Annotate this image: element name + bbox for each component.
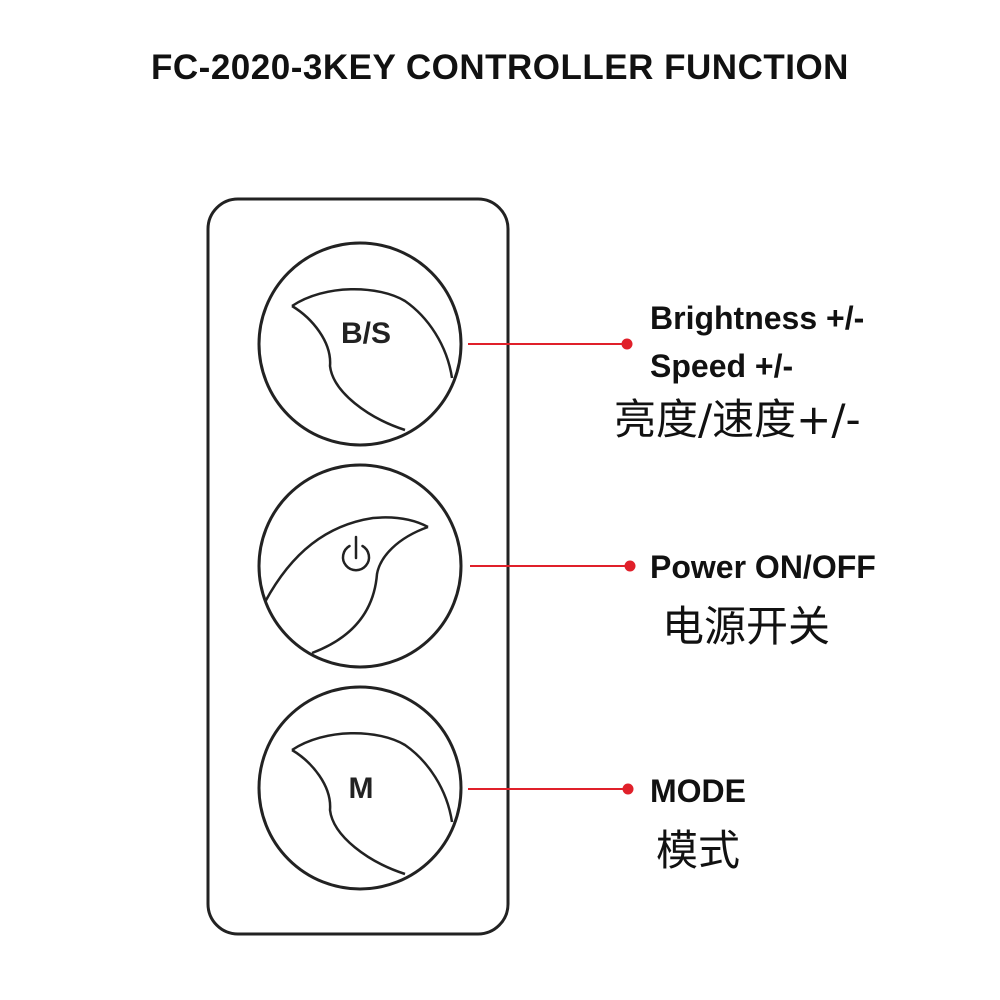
label-mode: MODE 模式 xyxy=(650,767,746,881)
label-power: Power ON/OFF 电源开关 xyxy=(650,543,876,657)
leader-line-mode xyxy=(468,783,634,795)
key-bs-label: B/S xyxy=(341,317,391,350)
key-mode[interactable]: M xyxy=(257,685,463,891)
leader-line-power xyxy=(470,560,636,572)
key-mode-swoosh xyxy=(291,732,454,876)
key-bs-swoosh xyxy=(291,288,454,432)
key-bs-ring[interactable] xyxy=(257,241,463,447)
key-power[interactable] xyxy=(257,463,463,669)
label-power-onoff: Power ON/OFF xyxy=(650,549,876,585)
label-power-chinese: 电源开关 xyxy=(662,602,831,651)
key-bs[interactable]: B/S xyxy=(257,241,463,447)
label-bs: Brightness +/- Speed +/- 亮度/速度+/- xyxy=(614,294,865,450)
label-mode-chinese: 模式 xyxy=(656,826,741,875)
key-mode-label: M xyxy=(349,772,374,805)
key-power-ring[interactable] xyxy=(257,463,463,669)
leader-line-bs xyxy=(468,338,633,350)
label-bs-chinese: 亮度/速度+/- xyxy=(614,395,861,444)
label-brightness: Brightness +/- xyxy=(650,300,865,336)
key-power-swoosh xyxy=(263,516,429,655)
label-speed: Speed +/- xyxy=(650,348,794,384)
label-mode-en: MODE xyxy=(650,773,746,809)
page-title: FC-2020-3KEY CONTROLLER FUNCTION xyxy=(151,48,849,87)
power-icon xyxy=(341,535,371,572)
key-mode-ring[interactable] xyxy=(257,685,463,891)
